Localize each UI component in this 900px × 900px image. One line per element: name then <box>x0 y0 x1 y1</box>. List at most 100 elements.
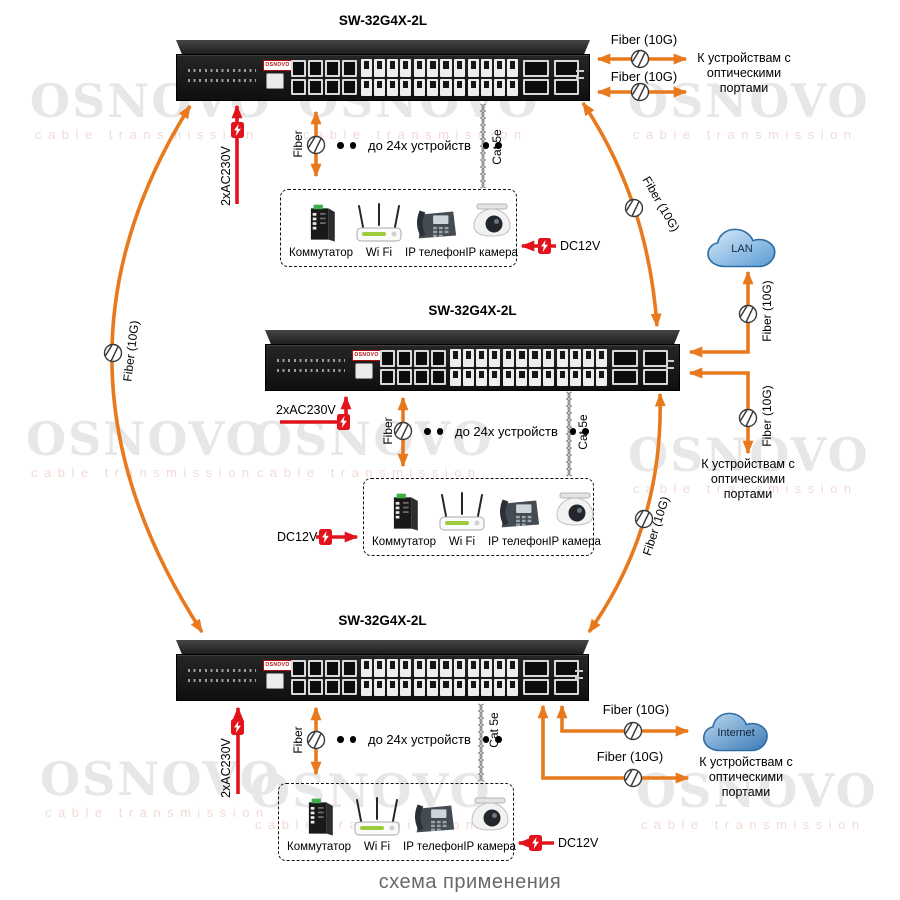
fiber-ring-top-middle-link <box>581 101 662 328</box>
switch-front-panel: OSNOVO <box>176 54 590 101</box>
device-group: Коммутатор Wi Fi <box>363 478 601 556</box>
fiber-optical-devices-link-middle <box>688 367 754 455</box>
power-bolt-icon <box>337 414 350 430</box>
optical-devices-note: К устройствам с оптическими портами <box>697 51 791 95</box>
console-port <box>355 363 373 379</box>
fiber-ring-left-link <box>110 104 204 634</box>
device-camera-label: IP камера <box>463 841 516 853</box>
fiber-label: Fiber <box>381 417 395 445</box>
device-camera-label: IP камера <box>465 247 518 259</box>
device-phone: IP телефон <box>405 202 465 259</box>
device-group: Коммутатор Wi Fi <box>278 783 516 861</box>
dc-power-label: DC12V <box>558 836 599 850</box>
device-group: Коммутатор Wi Fi <box>280 189 518 267</box>
cat5e-cable-bottom <box>478 703 484 782</box>
ethernet-switch: SW-32G4X-2L OSNOVO <box>176 613 589 701</box>
device-camera-label: IP камера <box>548 536 601 548</box>
ip-phone-icon <box>417 210 457 239</box>
internet-cloud: Internet <box>698 710 774 755</box>
device-wifi: Wi Fi <box>351 796 403 853</box>
device-phone: IP телефон <box>488 491 548 548</box>
fiber-label: Fiber <box>291 726 305 754</box>
fiber10g-label: Fiber (10G) <box>596 749 664 764</box>
ethernet-switch: SW-32G4X-2L OSNOVO <box>265 303 680 391</box>
ip-camera-icon <box>556 492 594 526</box>
devices-count-label: до 24х устройств <box>455 424 558 439</box>
device-switch-label: Коммутатор <box>289 247 353 259</box>
devices-count-row: до 24х устройств <box>334 732 505 747</box>
fiber-splice-icon <box>624 198 644 218</box>
internet-cloud-label: Internet <box>717 727 755 740</box>
sfp-uplink-ports <box>523 660 579 695</box>
industrial-switch-icon <box>310 204 335 242</box>
ip-camera-icon <box>473 203 511 237</box>
fiber-splice-icon <box>306 730 326 750</box>
optical-devices-note: К устройствам с оптическими портами <box>701 457 795 501</box>
fiber-splice-icon <box>103 343 123 363</box>
device-phone: IP телефон <box>403 796 463 853</box>
switch-brand-logo: OSNOVO <box>263 660 292 671</box>
cat5e-label: Cat 5e <box>487 712 501 748</box>
device-wifi-label: Wi Fi <box>448 536 476 548</box>
rj45-ports <box>361 59 518 96</box>
dc-power-label: DC12V <box>277 530 318 544</box>
ac-power-label: 2xAC230V <box>219 738 233 798</box>
industrial-switch-icon <box>308 798 333 836</box>
switch-top-face <box>176 640 589 654</box>
fiber-splice-icon <box>393 421 413 441</box>
ethernet-switch: SW-32G4X-2L OSNOVO <box>176 13 590 101</box>
fiber-splice-icon <box>738 408 758 428</box>
lan-cloud: LAN <box>702 226 782 271</box>
switch-front-panel: OSNOVO <box>176 654 589 701</box>
device-phone-label: IP телефон <box>488 536 549 548</box>
devices-count-label: до 24х устройств <box>368 732 471 747</box>
sfp-uplink-ports <box>612 350 668 385</box>
console-port <box>266 673 284 689</box>
optical-devices-note: К устройствам с оптическими портами <box>699 755 793 799</box>
devices-count-row: до 24х устройств <box>334 138 505 153</box>
rj45-ports <box>450 349 607 386</box>
switch-title: SW-32G4X-2L <box>428 303 517 318</box>
switch-brand-logo: OSNOVO <box>352 350 381 361</box>
power-bolt-icon <box>231 719 244 735</box>
rj45-ports <box>361 659 518 696</box>
device-camera: IP камера <box>463 796 516 853</box>
device-wifi: Wi Fi <box>436 491 488 548</box>
led-indicators <box>277 357 345 377</box>
sfp-ports <box>291 60 357 95</box>
fiber-label: Fiber <box>291 130 305 158</box>
fiber-splice-icon <box>306 135 326 155</box>
device-switch: Коммутатор <box>372 491 436 548</box>
ac-power-label: 2xAC230V <box>276 403 336 417</box>
device-camera: IP камера <box>548 491 601 548</box>
device-phone-label: IP телефон <box>405 247 466 259</box>
sfp-ports <box>291 660 357 695</box>
fiber10g-label: Fiber (10G) <box>610 32 678 47</box>
switch-top-face <box>265 330 680 344</box>
devices-count-row: до 24х устройств <box>421 424 592 439</box>
fiber10g-label: Fiber (10G) <box>760 385 774 447</box>
fiber10g-label: Fiber (10G) <box>602 702 670 717</box>
devices-count-label: до 24х устройств <box>368 138 471 153</box>
device-phone-label: IP телефон <box>403 841 464 853</box>
fiber10g-label: Fiber (10G) <box>760 280 774 342</box>
switch-brand-logo: OSNOVO <box>263 60 292 71</box>
power-bolt-icon <box>538 238 551 254</box>
industrial-switch-icon <box>393 493 418 531</box>
wifi-router-icon <box>354 797 400 836</box>
device-switch: Коммутатор <box>287 796 351 853</box>
fiber-splice-icon <box>623 721 643 741</box>
wifi-router-icon <box>356 203 402 242</box>
device-switch: Коммутатор <box>289 202 353 259</box>
switch-top-face <box>176 40 590 54</box>
fiber-lan-link <box>688 270 754 358</box>
fiber-splice-icon <box>623 768 643 788</box>
ac-power-label: 2xAC230V <box>219 146 233 206</box>
console-port <box>266 73 284 89</box>
led-indicators <box>188 667 256 687</box>
fiber-splice-icon <box>738 304 758 324</box>
fiber10g-label: Fiber (10G) <box>610 69 678 84</box>
device-switch-label: Коммутатор <box>372 536 436 548</box>
switch-title: SW-32G4X-2L <box>338 13 428 28</box>
